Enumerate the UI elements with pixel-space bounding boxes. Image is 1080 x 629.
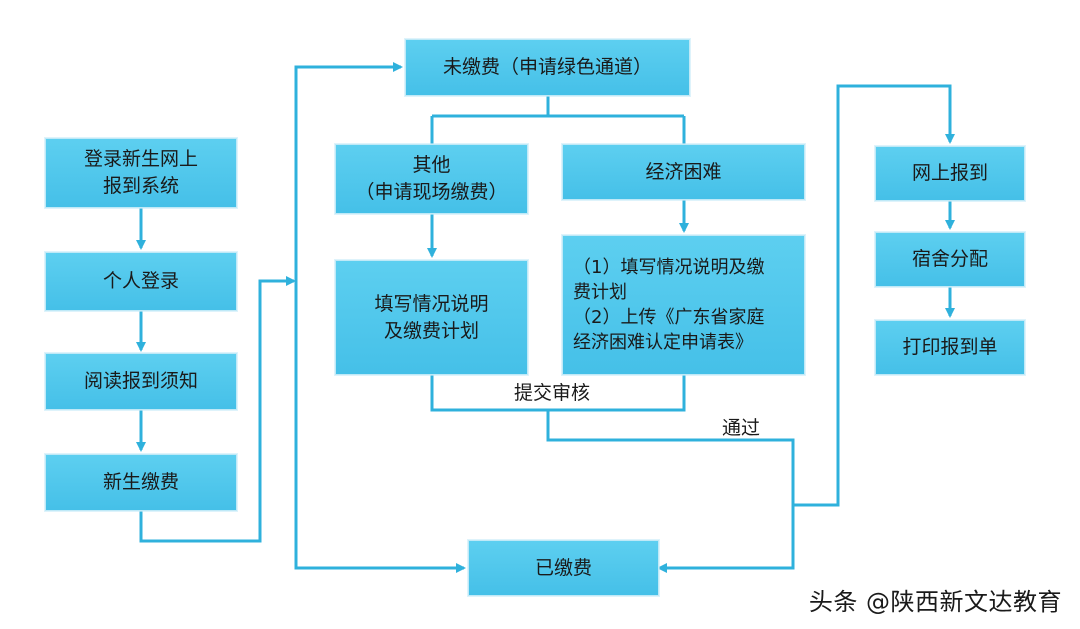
node-other-line2: （申请现场缴费） bbox=[355, 181, 508, 203]
node-economic: 经济困难 bbox=[562, 144, 805, 200]
node-paid: 已缴费 bbox=[468, 540, 659, 596]
node-read-notice-text: 阅读报到须知 bbox=[83, 370, 198, 393]
node-print: 打印报到单 bbox=[875, 320, 1025, 375]
node-economic-text: 经济困难 bbox=[645, 160, 722, 183]
arrow-trunk-to-unpaid bbox=[294, 62, 403, 281]
node-fill-upload: （1）填写情况说明及缴 费计划 （2）上传《广东省家庭 经济困难认定申请表》 bbox=[562, 235, 805, 375]
node-login-system-line1: 登录新生网上 bbox=[83, 148, 198, 171]
node-fill-plan: 填写情况说明 及缴费计划 bbox=[335, 260, 528, 375]
node-login-system-line2: 报到系统 bbox=[102, 175, 179, 197]
node-login-system: 登录新生网上 报到系统 bbox=[45, 138, 237, 208]
arrow-fee-to-trunk bbox=[139, 276, 296, 543]
arrow-trunk-to-paid bbox=[294, 281, 466, 573]
node-fill-upload-line3: （2）上传《广东省家庭 bbox=[573, 307, 765, 328]
node-fill-plan-line1: 填写情况说明 bbox=[374, 292, 489, 315]
edge-label-submit-review: 提交审核 bbox=[512, 382, 593, 404]
node-online-report: 网上报到 bbox=[875, 146, 1025, 201]
node-personal-login: 个人登录 bbox=[45, 252, 237, 311]
line-unpaid-split bbox=[430, 96, 686, 144]
node-fill-upload-line1: （1）填写情况说明及缴 bbox=[573, 256, 765, 278]
node-other-line1: 其他 bbox=[412, 154, 451, 177]
arrow-to-online-report bbox=[793, 84, 955, 507]
node-paid-text: 已缴费 bbox=[534, 556, 592, 579]
edge-label-pass: 通过 bbox=[720, 417, 763, 439]
node-new-fee-text: 新生缴费 bbox=[102, 471, 179, 494]
node-personal-login-text: 个人登录 bbox=[102, 270, 179, 293]
node-dorm: 宿舍分配 bbox=[875, 232, 1025, 287]
watermark: 头条 @陕西新文达教育 bbox=[808, 588, 1062, 616]
node-print-text: 打印报到单 bbox=[902, 336, 998, 359]
node-fill-upload-line2: 费计划 bbox=[573, 281, 627, 303]
node-read-notice: 阅读报到须知 bbox=[45, 353, 237, 410]
node-new-fee: 新生缴费 bbox=[45, 454, 237, 511]
node-fill-plan-line2: 及缴费计划 bbox=[383, 319, 479, 342]
node-unpaid-text: 未缴费（申请绿色通道） bbox=[442, 56, 652, 79]
node-unpaid: 未缴费（申请绿色通道） bbox=[405, 39, 690, 96]
node-online-report-text: 网上报到 bbox=[911, 162, 988, 185]
node-dorm-text: 宿舍分配 bbox=[911, 248, 988, 271]
node-other: 其他 （申请现场缴费） bbox=[335, 144, 528, 214]
node-fill-upload-line4: 经济困难认定申请表》 bbox=[573, 332, 753, 354]
line-submit-review bbox=[430, 375, 795, 568]
